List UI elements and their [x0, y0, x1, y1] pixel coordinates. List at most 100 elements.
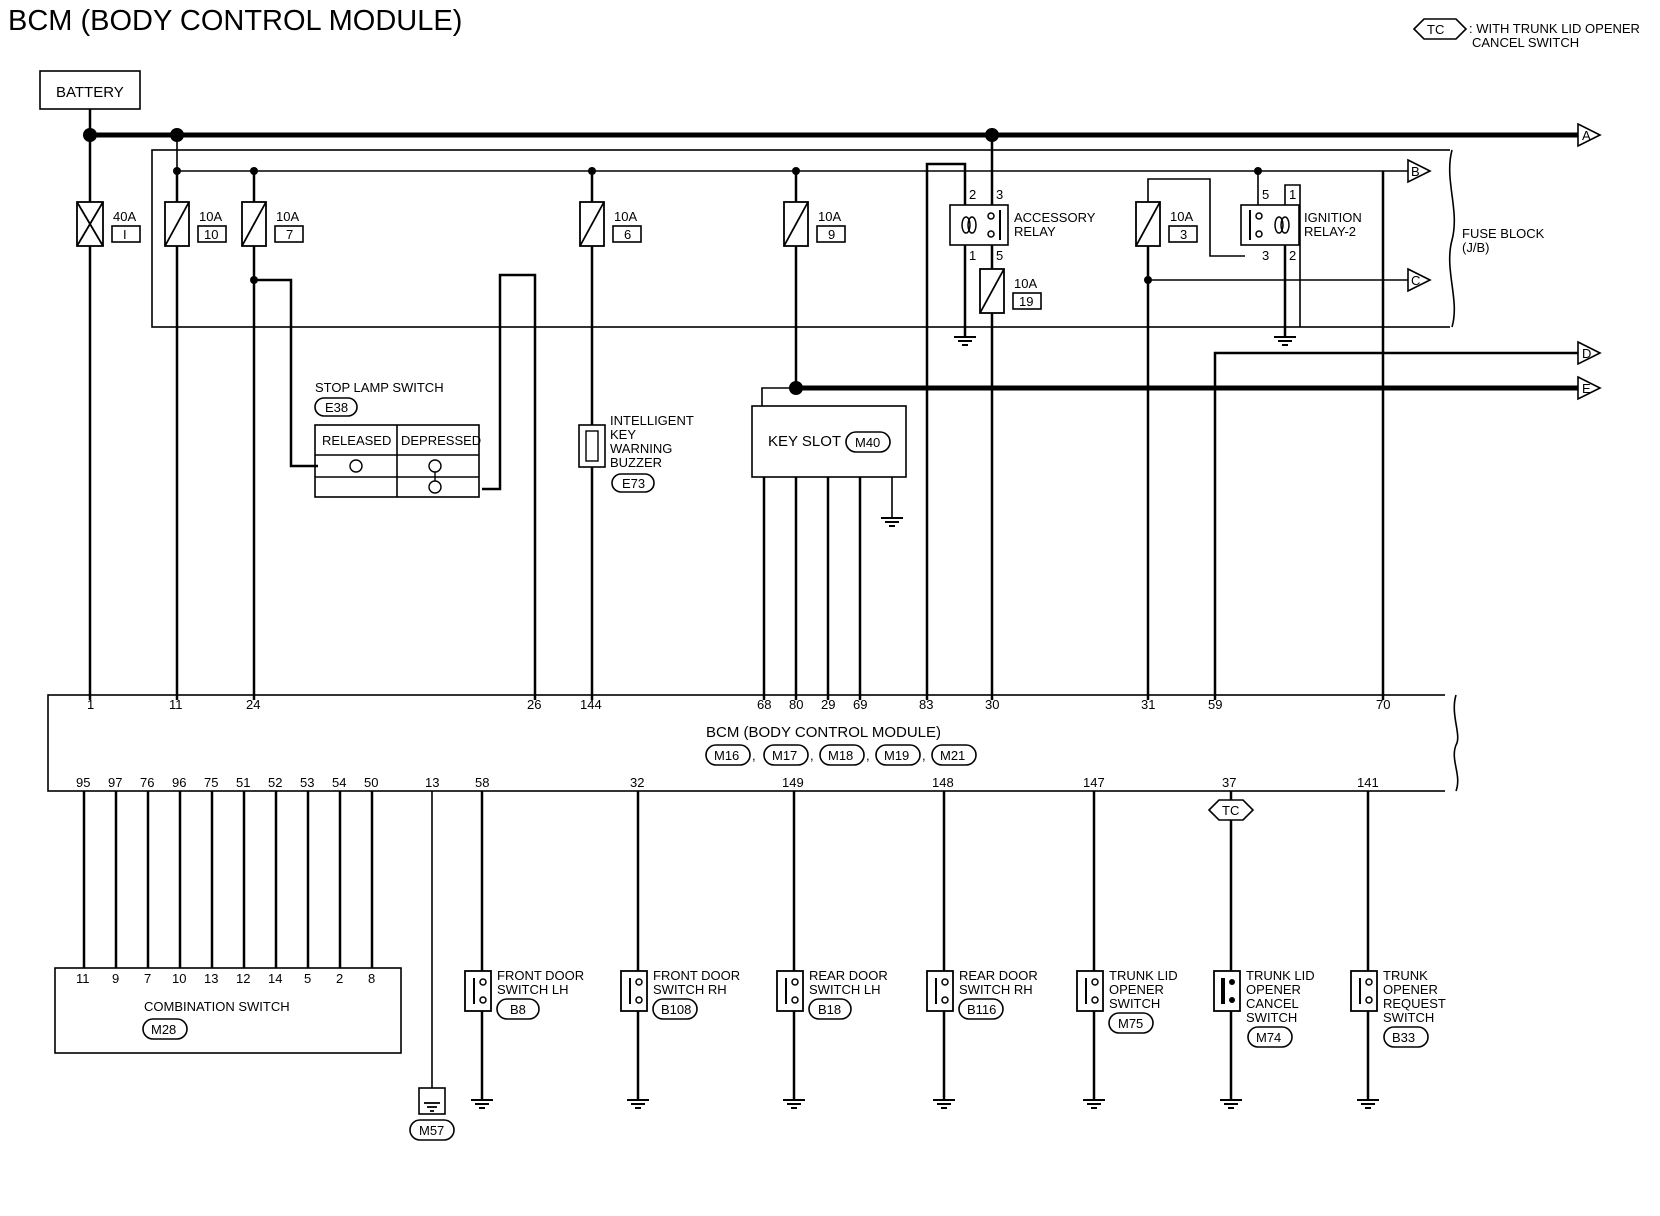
svg-text:69: 69 — [853, 697, 867, 712]
buzzer-label-1: INTELLIGENT — [610, 413, 694, 428]
connector-d: D — [1577, 340, 1602, 366]
key-slot-conn: M40 — [855, 435, 880, 450]
ign-relay-label-2: RELAY-2 — [1304, 224, 1356, 239]
combination-switch-pins: 11 9 7 10 13 12 14 5 2 8 — [76, 971, 375, 986]
ignition-relay-2 — [1240, 204, 1300, 246]
svg-text:D: D — [1582, 346, 1591, 361]
fuse-19 — [979, 268, 1005, 314]
svg-text:30: 30 — [985, 697, 999, 712]
ign-relay-pin-3: 3 — [1262, 248, 1269, 263]
svg-text:7: 7 — [144, 971, 151, 986]
svg-text:59: 59 — [1208, 697, 1222, 712]
acc-relay-pin-3: 3 — [996, 187, 1003, 202]
svg-text:10: 10 — [172, 971, 186, 986]
svg-text:68: 68 — [757, 697, 771, 712]
fuse-19-amp: 10A — [1014, 276, 1037, 291]
fuse-7 — [241, 201, 267, 247]
svg-text:95: 95 — [76, 775, 90, 790]
bcm-top-pins: 1 11 24 26 144 68 80 29 69 83 30 31 59 7… — [87, 697, 1390, 712]
svg-text:50: 50 — [364, 775, 378, 790]
rear-door-switch-rh — [926, 970, 954, 1012]
trunk-lid-opener-label-2: OPENER — [1109, 982, 1164, 997]
fuse-block-jb: (J/B) — [1462, 240, 1489, 255]
front-door-rh-label-1: FRONT DOOR — [653, 968, 740, 983]
trunk-lid-opener-label-1: TRUNK LID — [1109, 968, 1178, 983]
svg-text:26: 26 — [527, 697, 541, 712]
fuse-7-amp: 10A — [276, 209, 299, 224]
svg-text:97: 97 — [108, 775, 122, 790]
buzzer-label-4: BUZZER — [610, 455, 662, 470]
rear-door-lh-conn: B18 — [818, 1002, 841, 1017]
svg-text:58: 58 — [475, 775, 489, 790]
svg-text:75: 75 — [204, 775, 218, 790]
svg-text:12: 12 — [236, 971, 250, 986]
fuse-10-num: 10 — [204, 227, 218, 242]
front-door-lh-label-1: FRONT DOOR — [497, 968, 584, 983]
rear-door-lh-label-2: SWITCH LH — [809, 982, 881, 997]
acc-relay-pin-2: 2 — [969, 187, 976, 202]
connector-e: E — [1577, 375, 1602, 401]
fuse-block-label: FUSE BLOCK — [1462, 226, 1545, 241]
svg-text:80: 80 — [789, 697, 803, 712]
rear-door-lh-label-1: REAR DOOR — [809, 968, 888, 983]
ground-connector-m57 — [418, 1087, 446, 1115]
svg-text:70: 70 — [1376, 697, 1390, 712]
ign-relay-pin-5: 5 — [1262, 187, 1269, 202]
key-slot-label: KEY SLOT — [768, 433, 841, 450]
acc-relay-label-1: ACCESSORY — [1014, 210, 1096, 225]
ign-relay-label-1: IGNITION — [1304, 210, 1362, 225]
trunk-opener-request-switch — [1350, 970, 1378, 1012]
fuse-19-num: 19 — [1019, 294, 1033, 309]
svg-text:11: 11 — [169, 697, 183, 712]
fuse-3-amp: 10A — [1170, 209, 1193, 224]
legend-text-2: CANCEL SWITCH — [1472, 35, 1579, 50]
svg-text:M16: M16 — [714, 748, 739, 763]
buzzer-conn: E73 — [622, 476, 645, 491]
fuse-40a — [76, 201, 104, 247]
front-door-switch-lh — [464, 970, 492, 1012]
svg-text:M19: M19 — [884, 748, 909, 763]
svg-text:52: 52 — [268, 775, 282, 790]
battery-label: BATTERY — [56, 84, 124, 101]
ign-relay-pin-1: 1 — [1289, 187, 1296, 202]
rear-door-rh-label-1: REAR DOOR — [959, 968, 1038, 983]
svg-text:1: 1 — [87, 697, 94, 712]
fuse-10-amp: 10A — [199, 209, 222, 224]
fuse-9-amp: 10A — [818, 209, 841, 224]
acc-relay-label-2: RELAY — [1014, 224, 1056, 239]
legend: TC : WITH TRUNK LID OPENER CANCEL SWITCH — [1412, 18, 1640, 50]
front-door-rh-conn: B108 — [661, 1002, 691, 1017]
battery-box — [39, 70, 141, 110]
trunk-request-label-3: REQUEST — [1383, 996, 1446, 1011]
key-slot-box — [751, 405, 907, 478]
stop-lamp-switch-table — [314, 424, 480, 498]
bcm-label: BCM (BODY CONTROL MODULE) — [706, 724, 941, 741]
stop-lamp-depressed: DEPRESSED — [401, 433, 481, 448]
svg-text:147: 147 — [1083, 775, 1105, 790]
svg-text:M18: M18 — [828, 748, 853, 763]
svg-text:,: , — [810, 748, 814, 763]
trunk-request-conn: B33 — [1392, 1030, 1415, 1045]
stop-lamp-conn: E38 — [325, 400, 348, 415]
svg-text:37: 37 — [1222, 775, 1236, 790]
svg-text:,: , — [866, 748, 870, 763]
trunk-cancel-conn: M74 — [1256, 1030, 1281, 1045]
bcm-bottom-pins: 95 97 76 96 75 51 52 53 54 50 13 58 32 1… — [76, 775, 1379, 790]
svg-text:31: 31 — [1141, 697, 1155, 712]
stop-lamp-title: STOP LAMP SWITCH — [315, 380, 444, 395]
svg-text:14: 14 — [268, 971, 282, 986]
svg-text:29: 29 — [821, 697, 835, 712]
front-door-lh-label-2: SWITCH LH — [497, 982, 569, 997]
front-door-switch-rh — [620, 970, 648, 1012]
svg-text:83: 83 — [919, 697, 933, 712]
fuse-7-num: 7 — [286, 227, 293, 242]
combination-switch-wires — [82, 791, 374, 968]
fuse-3 — [1135, 201, 1161, 247]
tc-marker: TC — [1207, 799, 1255, 821]
trunk-cancel-label-1: TRUNK LID — [1246, 968, 1315, 983]
rear-door-switch-lh — [776, 970, 804, 1012]
svg-text:M21: M21 — [940, 748, 965, 763]
svg-text:5: 5 — [304, 971, 311, 986]
fuse-40a-amp: 40A — [113, 209, 136, 224]
connector-a: A — [1577, 122, 1602, 148]
